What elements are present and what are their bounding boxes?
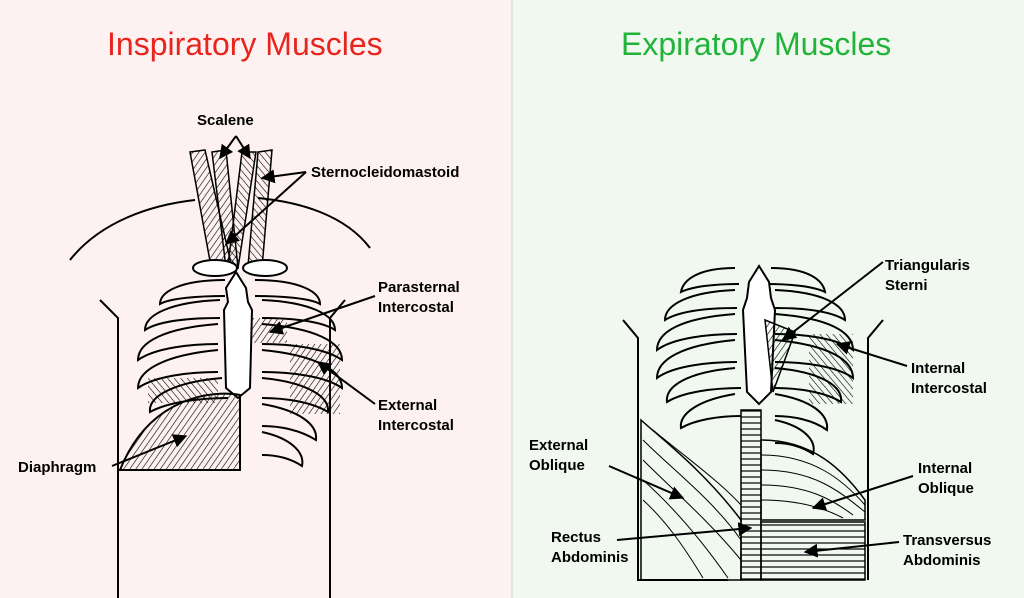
panel-divider — [511, 0, 513, 598]
parasternal-intercostal-muscle — [252, 318, 287, 343]
label-transversus-line2: Abdominis — [903, 552, 981, 569]
label-internal-intercostal-line1: Internal — [911, 360, 966, 377]
external-oblique-muscle — [640, 418, 742, 581]
rib-cage — [655, 267, 855, 456]
expiratory-arrows — [608, 261, 914, 558]
internal-intercostal-muscle — [809, 334, 853, 404]
label-external-oblique-line2: Oblique — [529, 457, 585, 474]
expiratory-diagram — [608, 261, 914, 581]
internal-oblique-muscle — [760, 439, 866, 521]
label-internal-oblique-line1: Internal — [918, 460, 973, 477]
clavicle-right — [242, 259, 288, 277]
label-sternocleidomastoid: Sternocleidomastoid — [311, 164, 460, 181]
label-triangularis-line1: Triangularis — [885, 257, 971, 274]
torso-outline — [69, 197, 371, 598]
rectus-abdominis-muscle — [740, 409, 762, 581]
expiratory-panel: Expiratory Muscles — [513, 0, 1024, 598]
inspiratory-title: Inspiratory Muscles — [107, 26, 383, 62]
label-transversus-line1: Transversus — [903, 532, 992, 549]
inspiratory-diagram — [69, 135, 376, 598]
sternum — [222, 270, 254, 400]
label-parasternal-line1: Parasternal — [378, 279, 460, 296]
label-scalene: Scalene — [197, 112, 254, 129]
expiratory-title: Expiratory Muscles — [621, 26, 892, 62]
external-intercostal-muscle — [290, 344, 340, 414]
clavicle-left — [192, 259, 238, 277]
label-internal-oblique-line2: Oblique — [918, 480, 974, 497]
label-rectus-line1: Rectus — [551, 529, 602, 546]
label-rectus-line2: Abdominis — [551, 549, 629, 566]
label-diaphragm: Diaphragm — [18, 459, 97, 476]
label-triangularis-line2: Sterni — [885, 277, 928, 294]
neck-muscles — [189, 149, 273, 273]
label-external-intercostal-line1: External — [378, 397, 438, 414]
label-external-oblique-line1: External — [529, 437, 589, 454]
diaphragm-muscle — [118, 392, 241, 471]
label-internal-intercostal-line2: Intercostal — [911, 380, 987, 397]
label-parasternal-line2: Intercostal — [378, 299, 454, 316]
inspiratory-panel: Inspiratory Muscles — [0, 0, 511, 598]
sternum — [741, 264, 777, 406]
inspiratory-arrows — [111, 135, 376, 467]
label-external-intercostal-line2: Intercostal — [378, 417, 454, 434]
